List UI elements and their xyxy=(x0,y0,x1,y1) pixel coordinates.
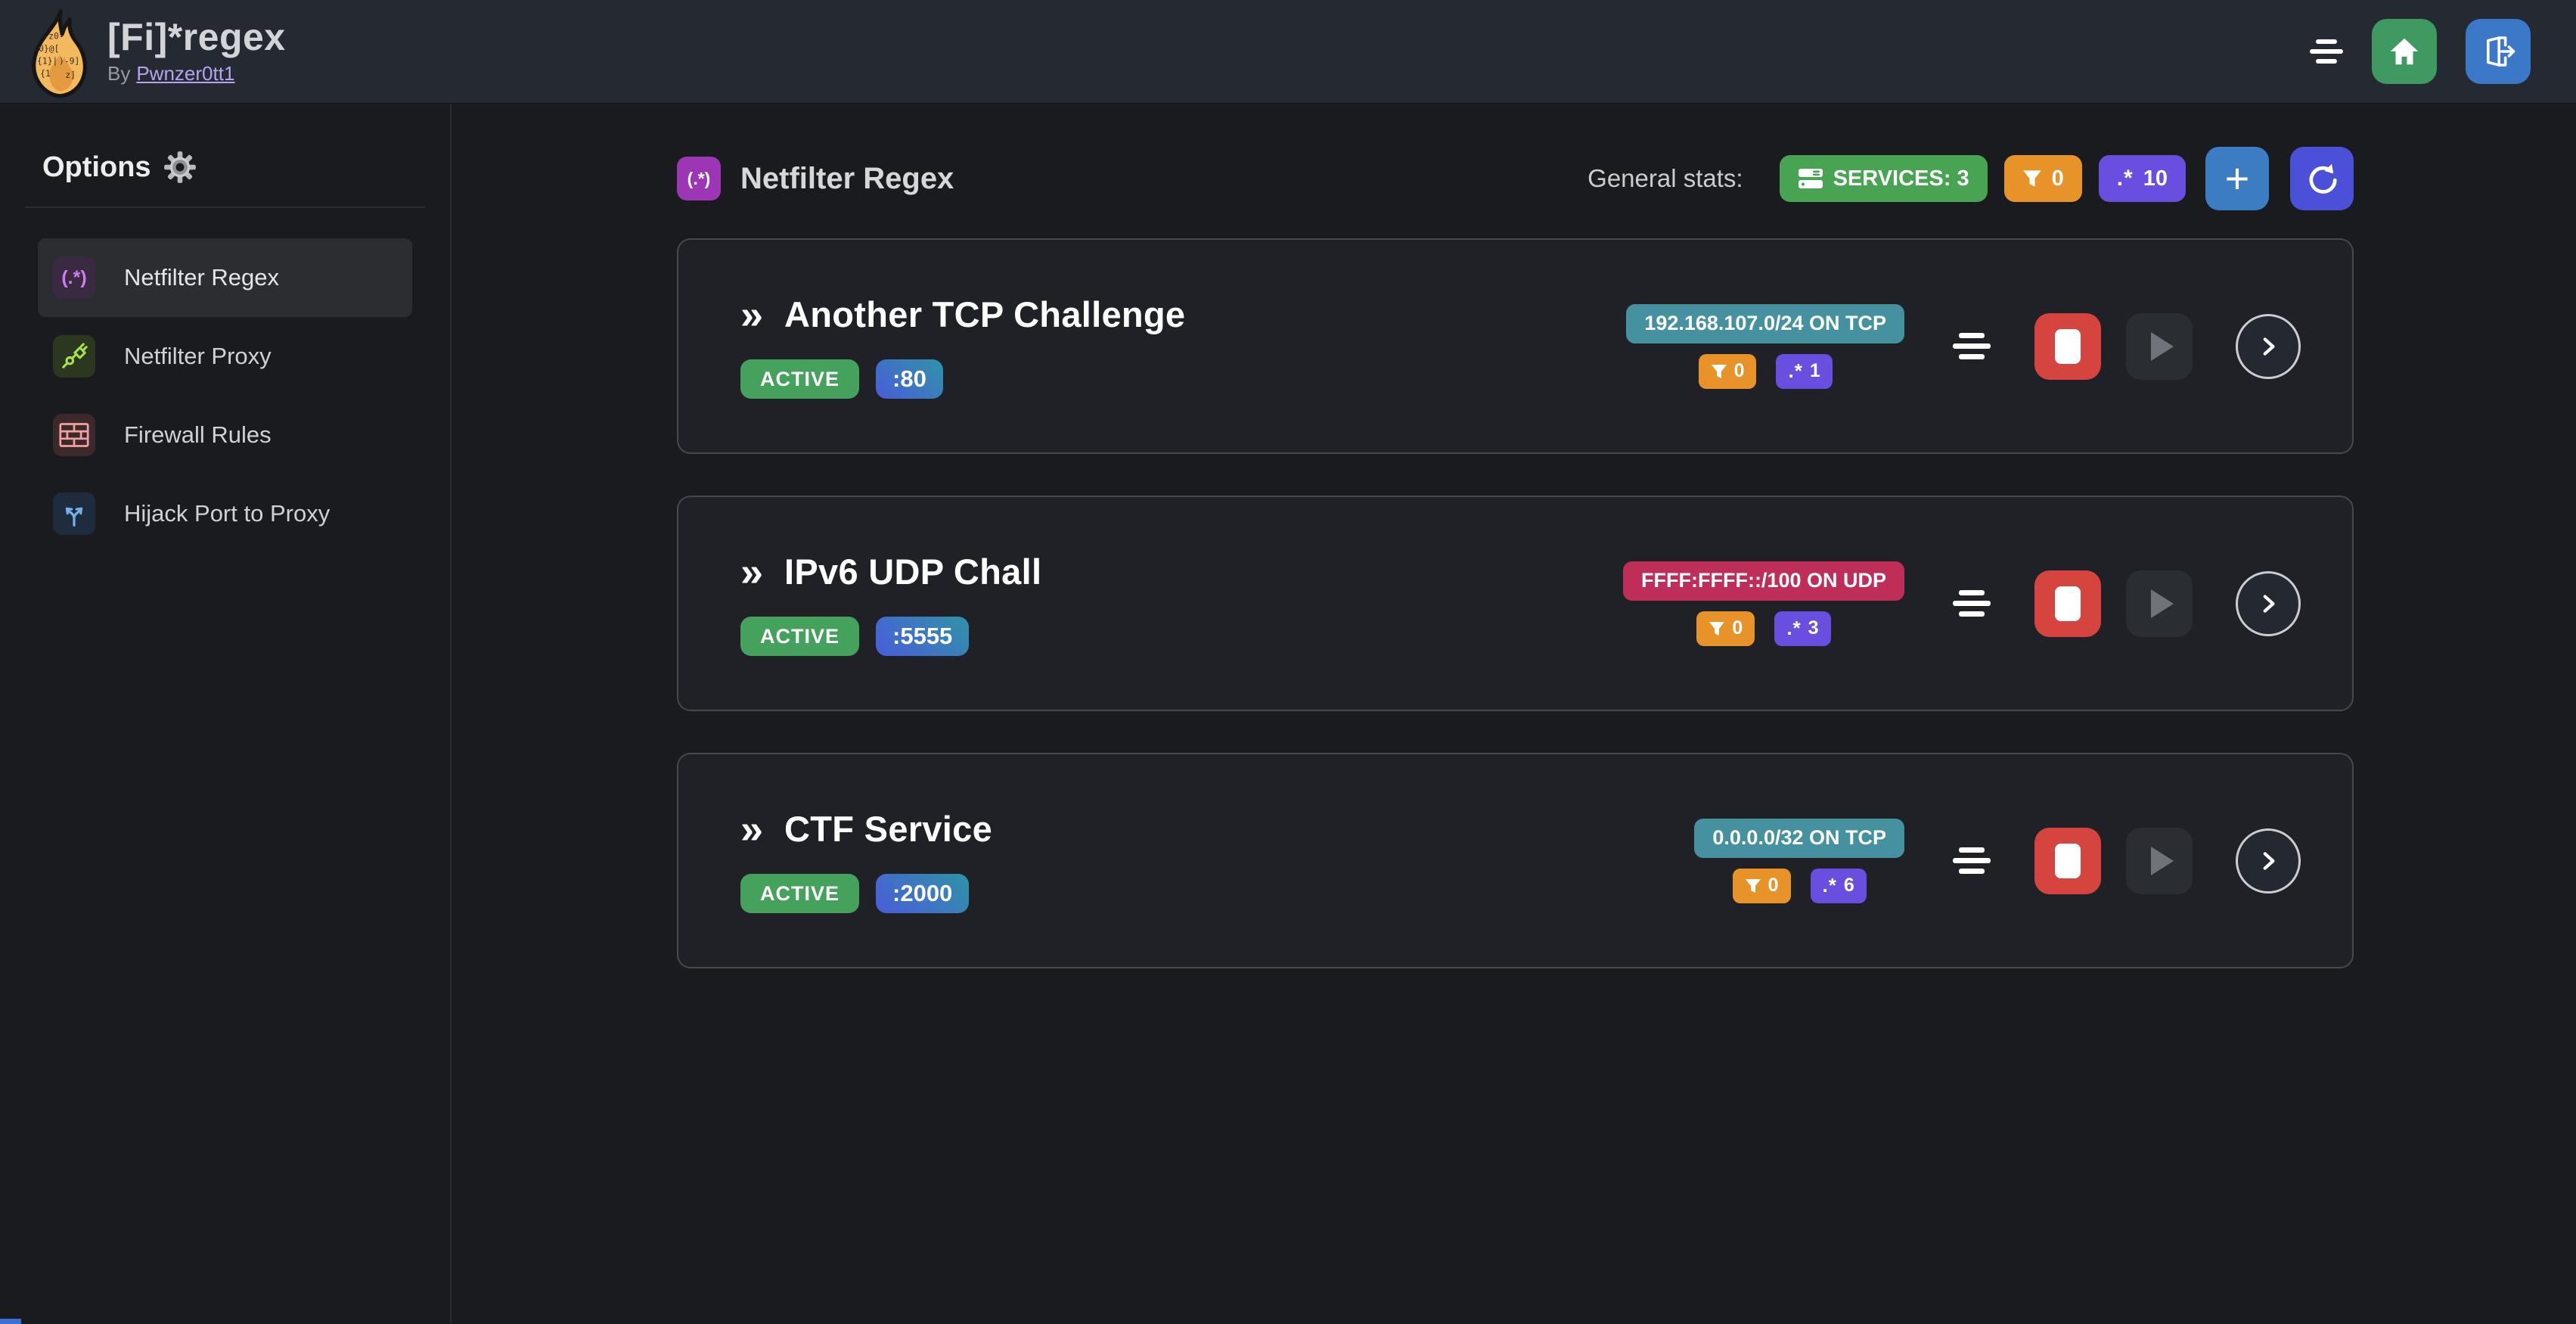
port-badge: :5555 xyxy=(876,617,970,656)
service-name: IPv6 UDP Chall xyxy=(784,552,1042,592)
server-icon xyxy=(1798,169,1823,188)
refresh-button[interactable] xyxy=(2290,147,2354,210)
split-arrows-icon xyxy=(53,493,95,535)
stop-service-button[interactable] xyxy=(2034,570,2101,637)
service-card: » Another TCP Challenge ACTIVE :80 192.1… xyxy=(677,238,2354,454)
service-address-badge: 192.168.107.0/24 ON TCP xyxy=(1626,303,1904,343)
status-badge: ACTIVE xyxy=(740,617,860,656)
app-title: [Fi]*regex xyxy=(107,16,286,59)
sidebar-divider xyxy=(25,207,425,208)
start-service-button[interactable] xyxy=(2126,570,2193,637)
service-regexes-badge: .* 6 xyxy=(1810,868,1867,903)
service-cards: » Another TCP Challenge ACTIVE :80 192.1… xyxy=(677,238,2354,968)
svg-text:0}@[: 0}@[ xyxy=(39,43,59,54)
service-card: » CTF Service ACTIVE :2000 0.0.0.0/32 ON… xyxy=(677,753,2354,968)
svg-text:)-9]: )-9] xyxy=(59,55,79,66)
play-icon xyxy=(2151,846,2174,875)
svg-text:{1}|: {1}| xyxy=(37,55,57,67)
chevron-right-icon xyxy=(2263,594,2275,613)
funnel-icon xyxy=(1709,621,1725,636)
chevron-right-icon xyxy=(2263,337,2275,356)
status-badge: ACTIVE xyxy=(740,874,860,913)
sidebar: Options (.*) Netfilter Regex xyxy=(0,104,452,1323)
home-icon xyxy=(2390,38,2419,65)
sidebar-item-netfilter-proxy[interactable]: Netfilter Proxy xyxy=(38,317,412,396)
filters-count-badge: 0 xyxy=(2003,155,2082,202)
firegex-flame-logo: -z0- 0}@[ {1}|)-9] {1 z] xyxy=(32,9,88,98)
service-address-badge: FFFF:FFFF::/100 ON UDP xyxy=(1623,561,1904,601)
chevron-right-icon xyxy=(2263,851,2275,870)
port-badge: :2000 xyxy=(876,874,970,913)
service-filters-badge: 0 xyxy=(1732,868,1791,903)
sidebar-nav: (.*) Netfilter Regex Netfilter Proxy xyxy=(0,238,450,553)
options-heading: Options xyxy=(42,151,450,184)
service-regexes-badge: .* 3 xyxy=(1774,611,1831,646)
play-icon xyxy=(2151,589,2174,618)
logout-icon xyxy=(2487,36,2515,67)
svg-text:-z0-: -z0- xyxy=(43,30,64,41)
regex-icon: (.*) xyxy=(53,256,95,299)
gear-icon xyxy=(163,151,196,183)
navbar-menu-icon[interactable] xyxy=(2310,39,2343,64)
port-badge: :80 xyxy=(876,359,943,399)
open-service-button[interactable] xyxy=(2236,828,2301,894)
play-icon xyxy=(2151,331,2174,361)
service-regexes-badge: .* 1 xyxy=(1776,353,1833,389)
refresh-icon xyxy=(2309,163,2337,194)
service-name: CTF Service xyxy=(784,809,993,849)
stop-service-button[interactable] xyxy=(2034,312,2101,380)
start-service-button[interactable] xyxy=(2126,312,2193,380)
sidebar-item-netfilter-regex[interactable]: (.*) Netfilter Regex xyxy=(38,238,412,317)
section-title: Netfilter Regex xyxy=(740,161,954,195)
regex-glyph-icon: .* xyxy=(1786,617,1802,639)
general-stats-label: General stats: xyxy=(1587,164,1743,192)
service-name: Another TCP Challenge xyxy=(784,294,1186,334)
svg-text:z]: z] xyxy=(65,70,76,80)
double-chevron-icon: » xyxy=(740,806,764,852)
service-filters-badge: 0 xyxy=(1696,611,1755,646)
regexes-count-badge: .* 10 xyxy=(2098,155,2186,202)
service-menu-icon[interactable] xyxy=(1953,590,1991,617)
regex-glyph-icon: .* xyxy=(1822,874,1837,897)
main-content: (.*) Netfilter Regex General stats: SERV… xyxy=(452,104,2576,1323)
start-service-button[interactable] xyxy=(2126,827,2193,894)
logout-button[interactable] xyxy=(2466,19,2531,84)
service-menu-icon[interactable] xyxy=(1953,333,1991,359)
netfilter-regex-icon: (.*) xyxy=(677,157,721,200)
home-button[interactable] xyxy=(2372,19,2437,84)
sidebar-item-firewall-rules[interactable]: Firewall Rules xyxy=(38,396,412,474)
service-menu-icon[interactable] xyxy=(1953,847,1991,874)
service-filters-badge: 0 xyxy=(1698,353,1757,389)
add-service-button[interactable]: + xyxy=(2205,147,2269,210)
plug-icon xyxy=(53,335,95,378)
regex-glyph-icon: .* xyxy=(2116,166,2134,191)
double-chevron-icon: » xyxy=(740,549,764,595)
funnel-icon xyxy=(1745,878,1761,893)
corner-scrollbar-fragment xyxy=(0,1319,21,1324)
service-card: » IPv6 UDP Chall ACTIVE :5555 FFFF:FFFF:… xyxy=(677,496,2354,711)
open-service-button[interactable] xyxy=(2236,570,2301,636)
stop-service-button[interactable] xyxy=(2034,827,2101,894)
service-address-badge: 0.0.0.0/32 ON TCP xyxy=(1694,818,1904,858)
funnel-icon xyxy=(2022,170,2041,187)
regex-glyph-icon: .* xyxy=(1788,359,1803,382)
open-service-button[interactable] xyxy=(2236,313,2301,379)
stop-icon xyxy=(2055,586,2081,621)
svg-text:{1: {1 xyxy=(40,68,51,79)
author-link[interactable]: Pwnzer0tt1 xyxy=(136,61,235,85)
double-chevron-icon: » xyxy=(740,291,764,337)
services-count-badge: SERVICES: 3 xyxy=(1779,155,1988,202)
brick-wall-icon xyxy=(53,414,95,456)
stop-icon xyxy=(2055,328,2081,364)
funnel-icon xyxy=(1711,364,1727,378)
stop-icon xyxy=(2055,843,2081,878)
status-badge: ACTIVE xyxy=(740,359,860,399)
sidebar-item-hijack-port[interactable]: Hijack Port to Proxy xyxy=(38,474,412,553)
